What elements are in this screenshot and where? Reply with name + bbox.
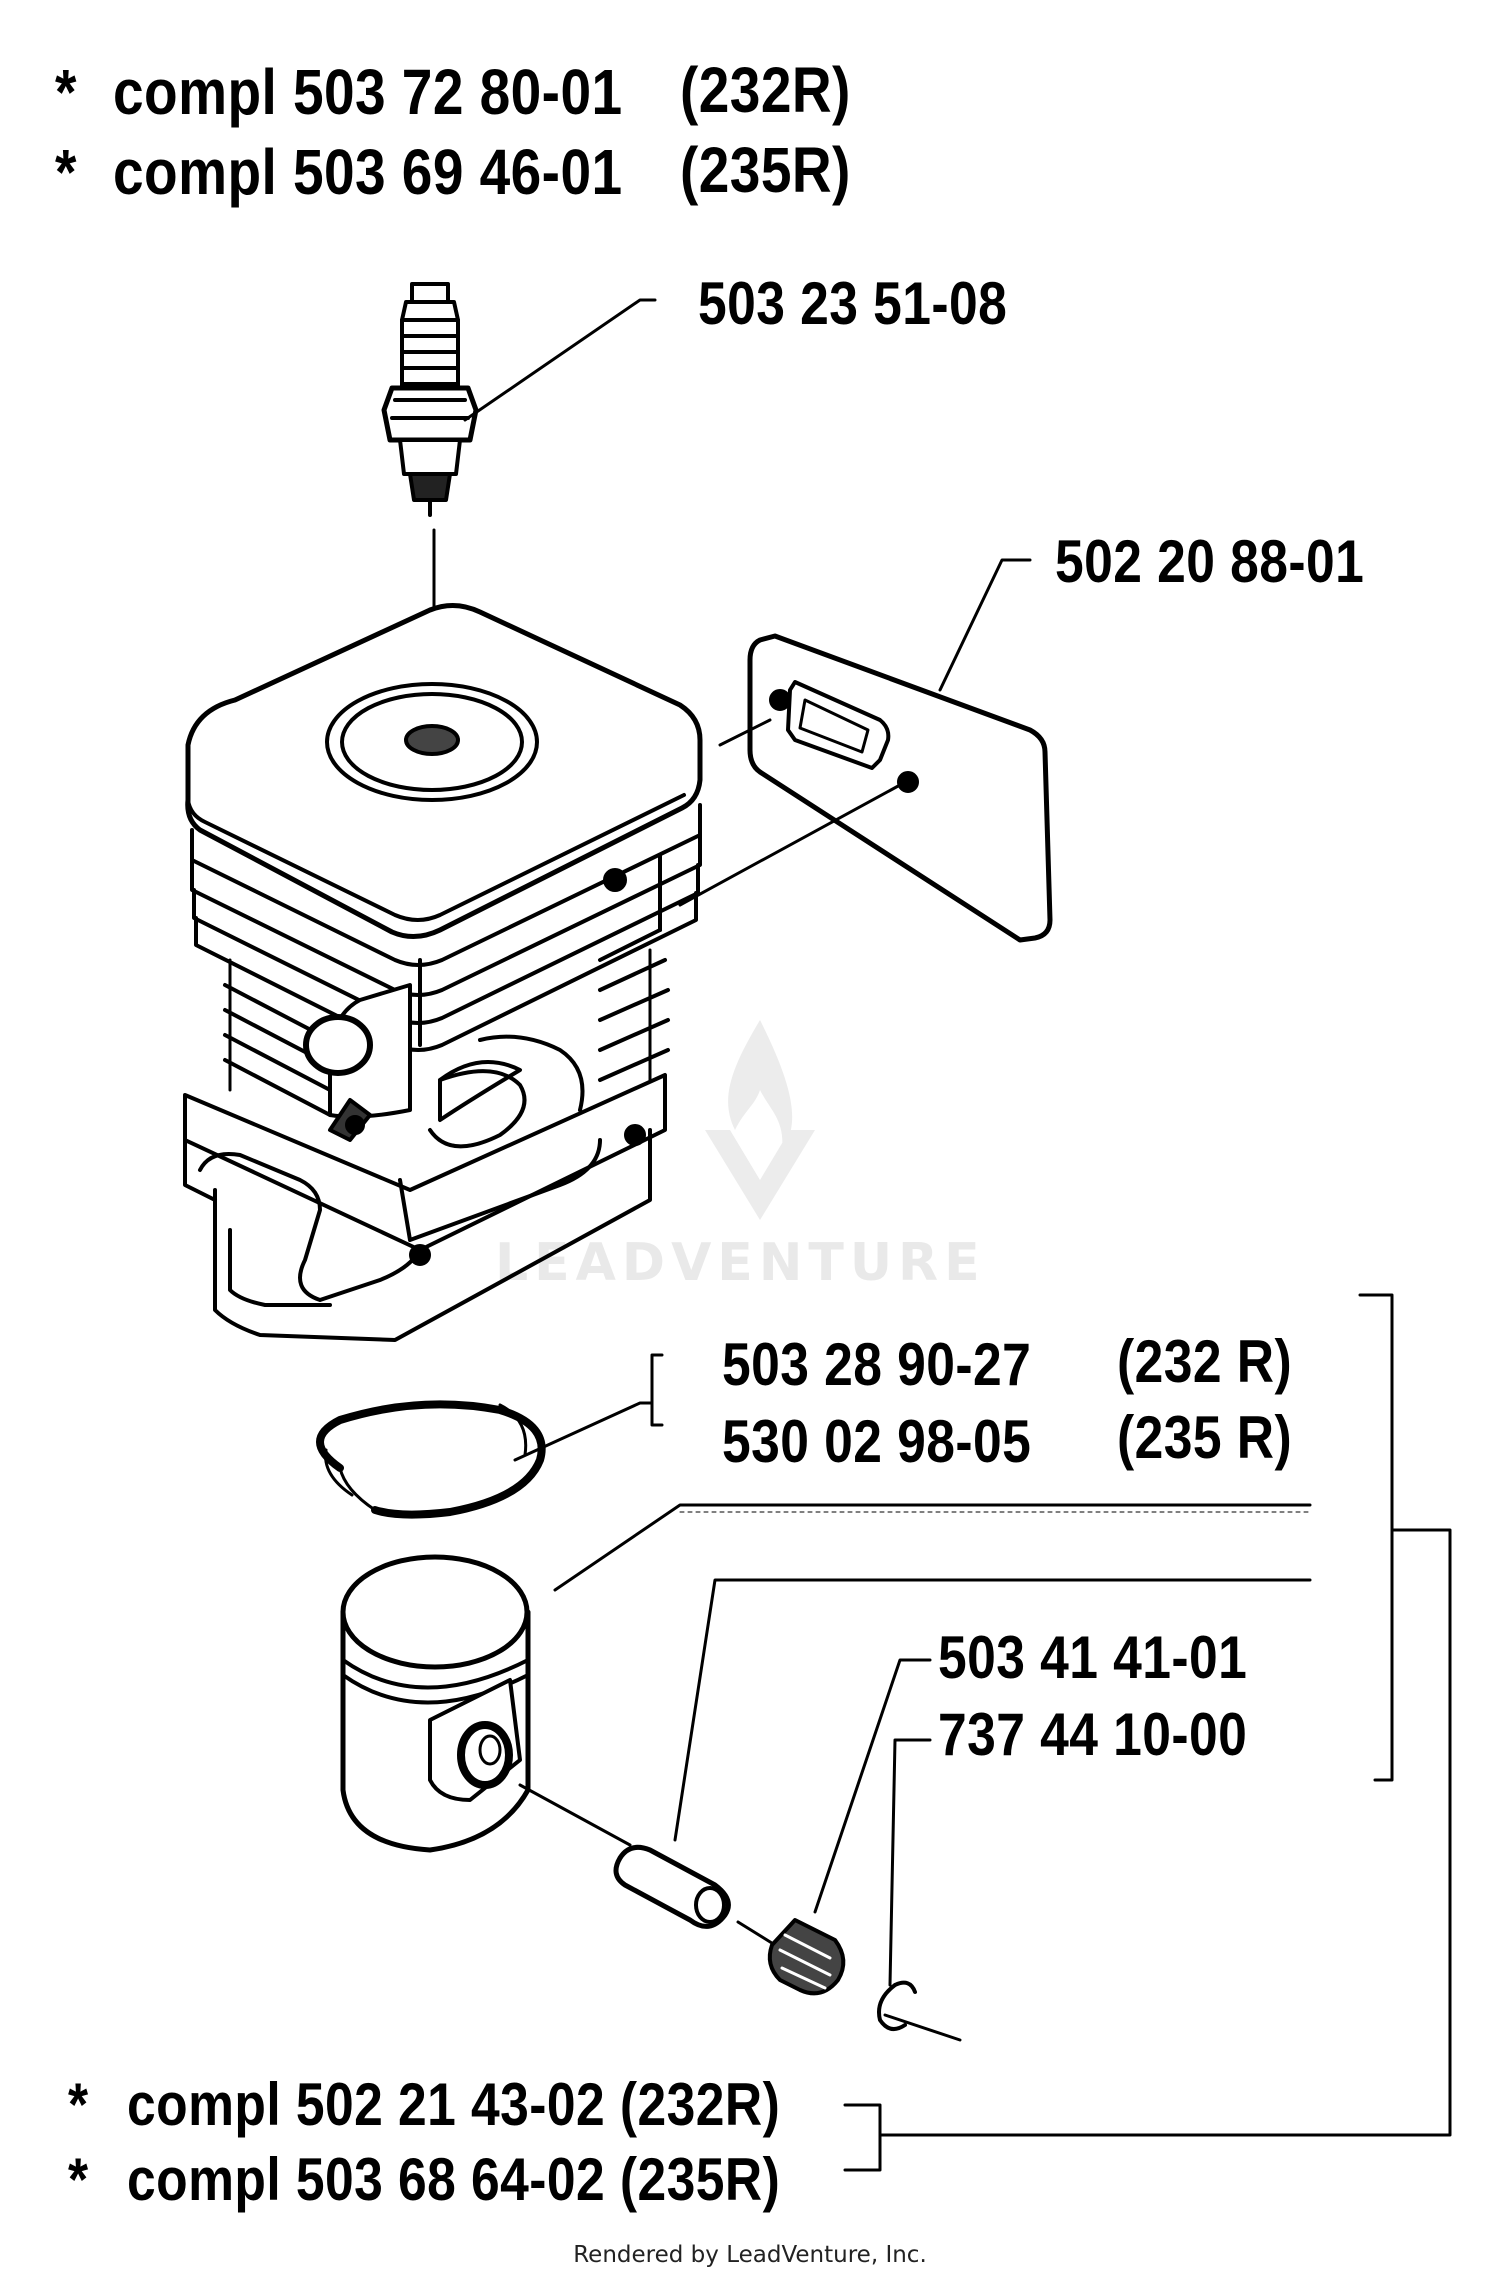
header-compl-232r: compl 503 72 80-01 [113,56,623,128]
cylinder-icon [183,603,703,1342]
footer-star-1: * [68,2071,89,2138]
rendered-by-credit: Rendered by LeadVenture, Inc. [573,2242,927,2268]
label-circlip: 737 44 10-00 [938,1701,1248,1768]
footer-compl-232r: compl 502 21 43-02 (232R) [127,2071,781,2138]
label-ring-232: 503 28 90-27 [722,1331,1032,1398]
label-ring-235: 530 02 98-05 [722,1408,1032,1475]
piston-icon [340,1554,531,1853]
header-model-235r: (235R) [680,134,851,206]
label-gasket: 502 20 88-01 [1055,528,1365,595]
leadventure-flame-logo-icon [705,1020,815,1220]
label-ring-232-model: (232 R) [1117,1328,1293,1395]
header-model-232r: (232R) [680,54,851,126]
header-star-2: * [55,136,77,208]
footer-compl-235r: compl 503 68 64-02 (235R) [127,2146,781,2213]
label-needle-bearing: 503 41 41-01 [938,1624,1248,1691]
piston-ring-icon [316,1400,546,1519]
piston-pin-icon [613,1844,731,1929]
label-spark-plug: 503 23 51-08 [698,270,1008,337]
spark-plug-icon [381,282,479,517]
circlip-icon [877,1980,917,2031]
needle-bearing-icon [767,1918,846,1996]
header-star-1: * [55,56,77,128]
label-ring-235-model: (235 R) [1117,1404,1293,1471]
header-compl-235r: compl 503 69 46-01 [113,136,623,208]
exhaust-gasket-icon [747,633,1053,943]
footer-star-2: * [68,2146,89,2213]
